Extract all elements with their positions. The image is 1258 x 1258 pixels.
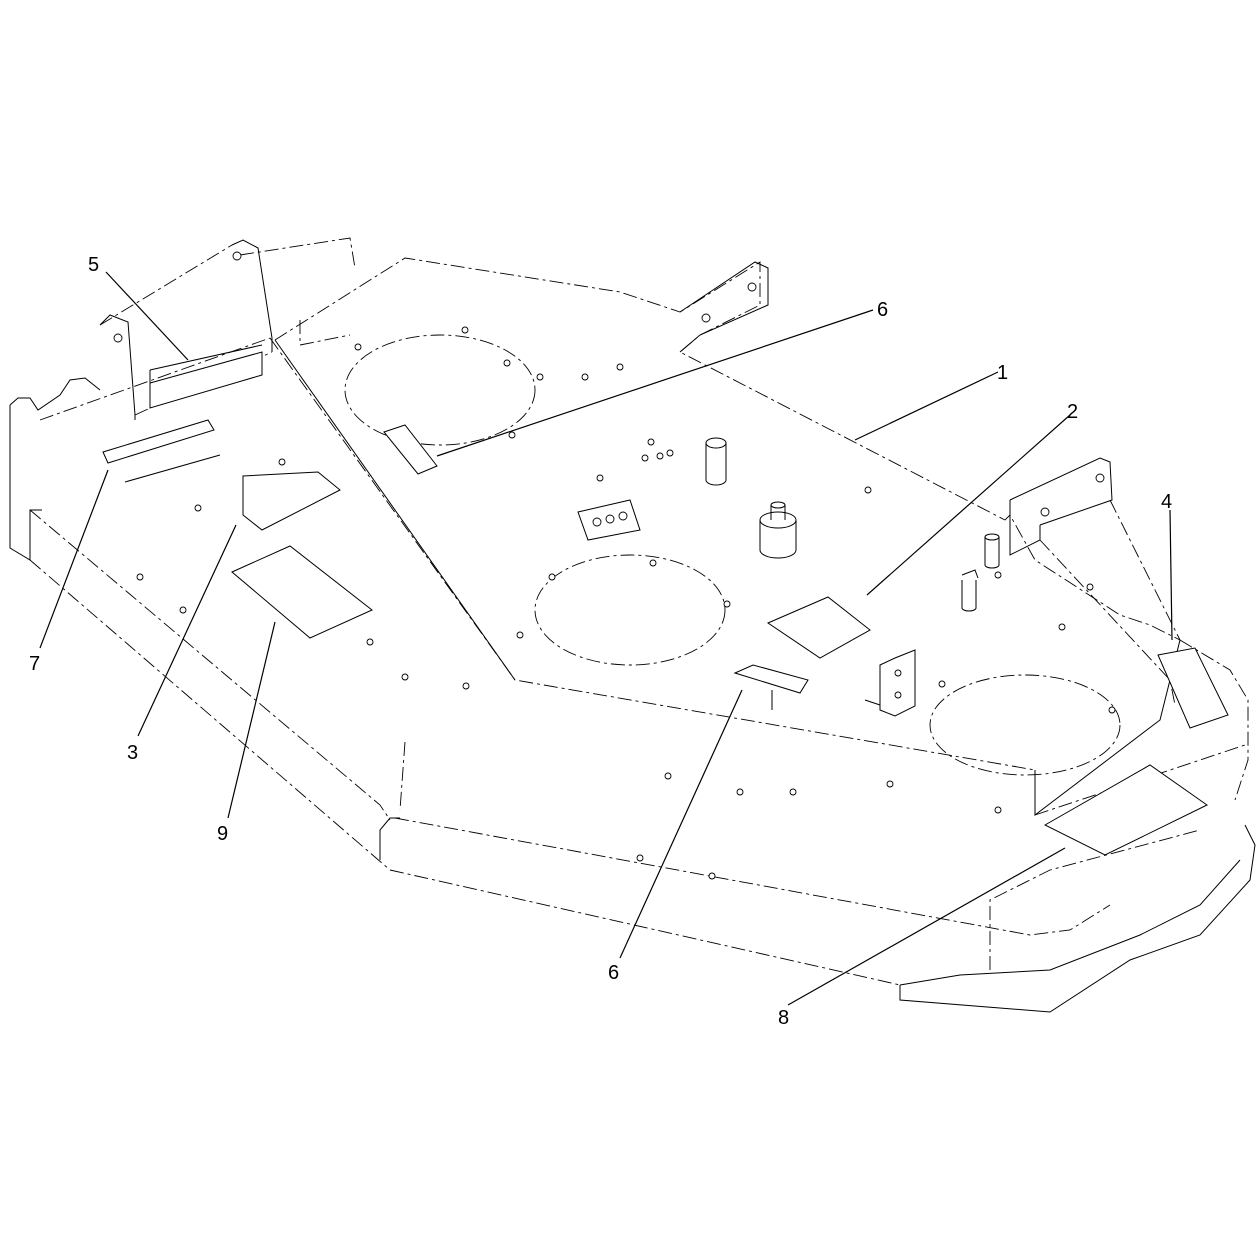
callouts: 5 6 1 2 4 7 3 9 6 8 xyxy=(29,254,1172,1029)
leader-6a xyxy=(436,309,874,457)
leader-9 xyxy=(227,621,276,819)
callout-6-bottom: 6 xyxy=(608,962,619,984)
leader-lines xyxy=(39,271,1173,1006)
decal-8 xyxy=(1043,764,1208,856)
callout-8: 8 xyxy=(778,1007,789,1029)
leader-3 xyxy=(137,524,237,737)
callout-2: 2 xyxy=(1067,401,1078,423)
decal-6a xyxy=(383,424,438,475)
leader-2 xyxy=(866,414,1071,596)
decal-3 xyxy=(242,471,341,531)
decal-4 xyxy=(1157,647,1229,729)
callout-6-top: 6 xyxy=(877,299,888,321)
leader-8 xyxy=(787,847,1066,1006)
decal-2 xyxy=(766,596,871,659)
callout-4: 4 xyxy=(1161,491,1172,513)
decal-7 xyxy=(102,419,215,464)
callout-9: 9 xyxy=(217,823,228,845)
callout-5: 5 xyxy=(88,254,99,276)
decal-9 xyxy=(231,545,373,639)
leader-6b xyxy=(619,689,743,959)
decal-5 xyxy=(149,351,263,409)
leader-4 xyxy=(1169,509,1173,641)
decal-6b xyxy=(733,664,809,694)
leader-1 xyxy=(854,371,999,441)
callout-7: 7 xyxy=(29,653,40,675)
deck-holes xyxy=(136,326,1116,880)
right-bracket xyxy=(1009,457,1181,706)
spindle-openings xyxy=(344,334,1121,776)
deck-hardware xyxy=(577,437,1000,717)
leader-5 xyxy=(105,271,189,361)
callout-3: 3 xyxy=(127,742,138,764)
callout-1: 1 xyxy=(997,362,1008,384)
top-right-bracket xyxy=(679,261,769,353)
leader-7 xyxy=(39,469,109,649)
decals xyxy=(102,351,1229,856)
